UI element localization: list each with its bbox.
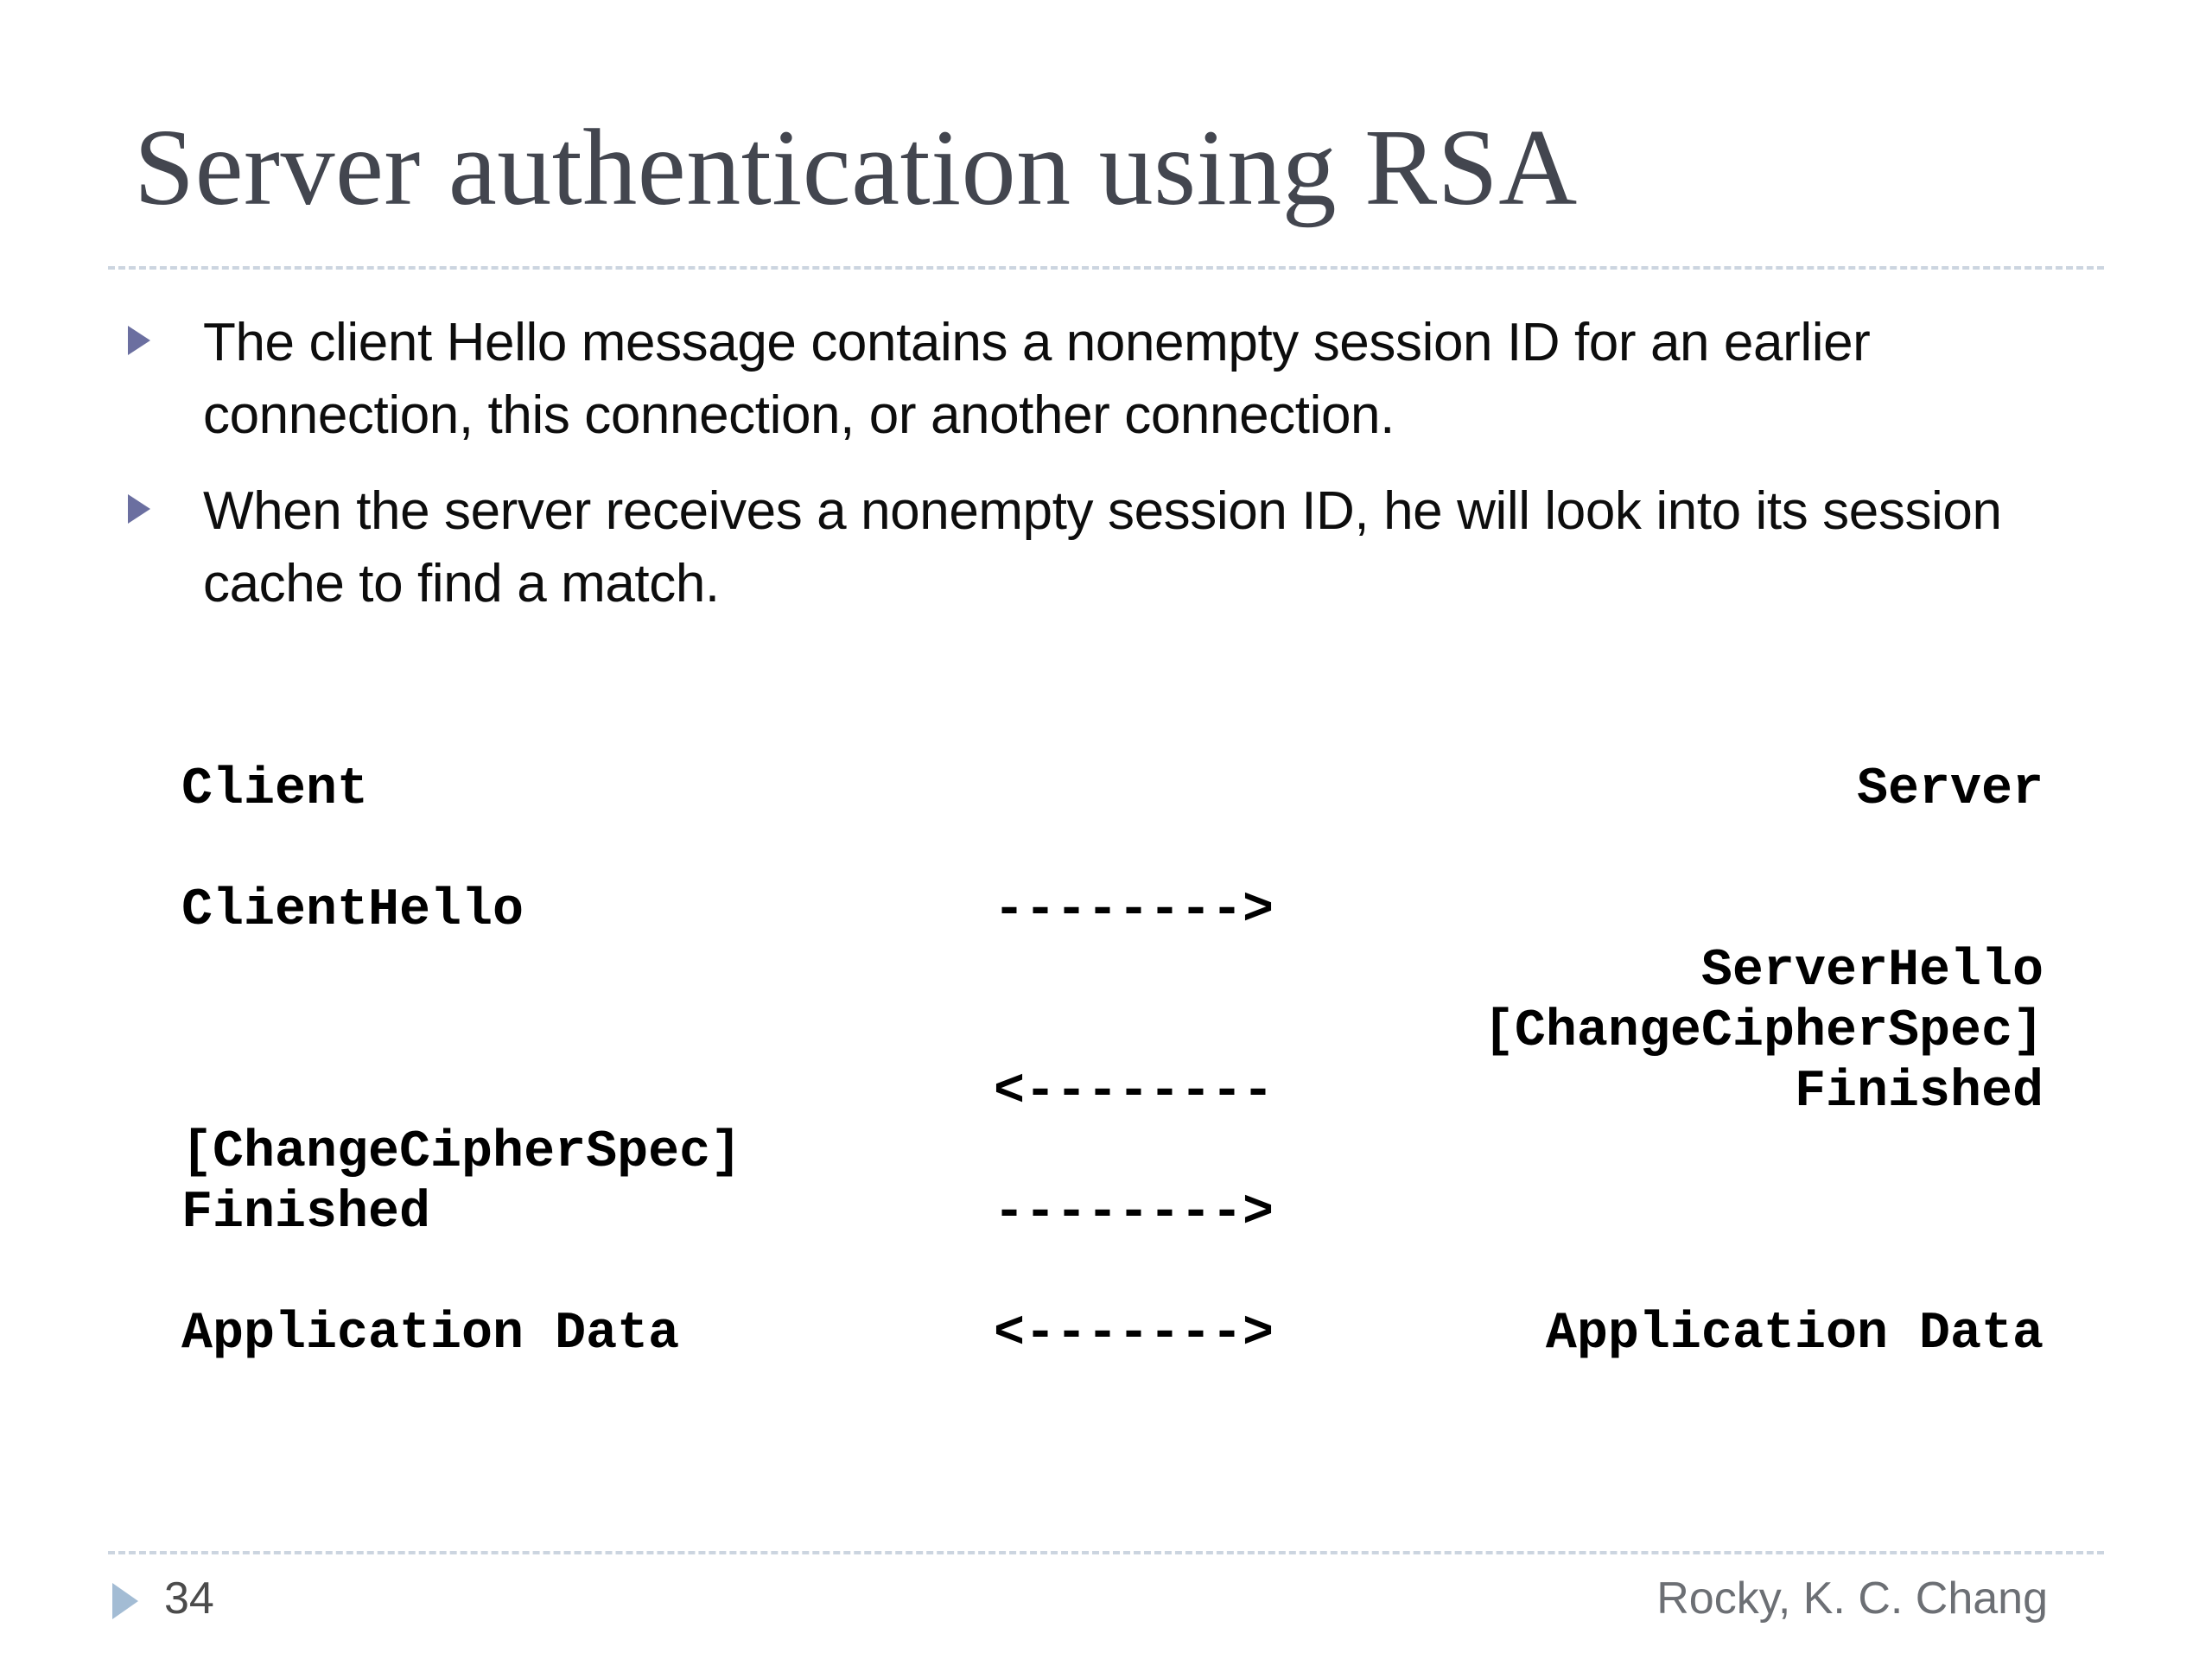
flow-client-cell: Client [181,760,369,819]
triangle-right-icon [128,493,150,524]
flow-row: Client Server [0,760,2212,821]
flow-arrow-cell: <-------> [994,1305,1274,1363]
flow-client-cell: [ChangeCipherSpec] [181,1123,742,1182]
flow-client-cell: Application Data [181,1305,680,1363]
flow-row: <-------- Finished [0,1063,2212,1123]
flow-arrow-cell: --------> [994,1184,1274,1243]
flow-row: Finished --------> [0,1184,2212,1244]
flow-arrow-cell: <-------- [994,1063,1274,1122]
flow-row: Application Data <-------> Application D… [0,1305,2212,1365]
divider-bottom [108,1551,2104,1554]
list-item: When the server receives a nonempty sess… [121,475,2108,621]
flow-server-cell: Application Data [1545,1305,2044,1363]
flow-server-cell: Server [1856,760,2044,819]
flow-row [0,821,2212,881]
page-title: Server authentication using RSA [134,108,1578,229]
page-number: 34 [164,1573,214,1624]
triangle-right-icon [112,1583,138,1619]
flow-client-cell: ClientHello [181,881,524,940]
list-item: The client Hello message contains a none… [121,307,2108,453]
list-item-label: The client Hello message contains a none… [203,313,1871,446]
protocol-flow-diagram: Client Server ClientHello --------> Serv… [0,760,2212,1365]
flow-client-cell: Finished [181,1184,431,1243]
flow-row: [ChangeCipherSpec] [0,1123,2212,1184]
list-item-label: When the server receives a nonempty sess… [203,480,2002,613]
bullet-list: The client Hello message contains a none… [121,307,2108,643]
footer-author: Rocky, K. C. Chang [1656,1573,2048,1624]
flow-server-cell: [ChangeCipherSpec] [1483,1002,2044,1061]
flow-arrow-cell: --------> [994,881,1274,940]
flow-server-cell: ServerHello [1700,942,2044,1001]
flow-row: [ChangeCipherSpec] [0,1002,2212,1063]
flow-row: ServerHello [0,942,2212,1002]
flow-row: ClientHello --------> [0,881,2212,942]
divider-top [108,266,2104,270]
flow-server-cell: Finished [1794,1063,2044,1122]
flow-row [0,1244,2212,1305]
triangle-right-icon [128,326,150,355]
